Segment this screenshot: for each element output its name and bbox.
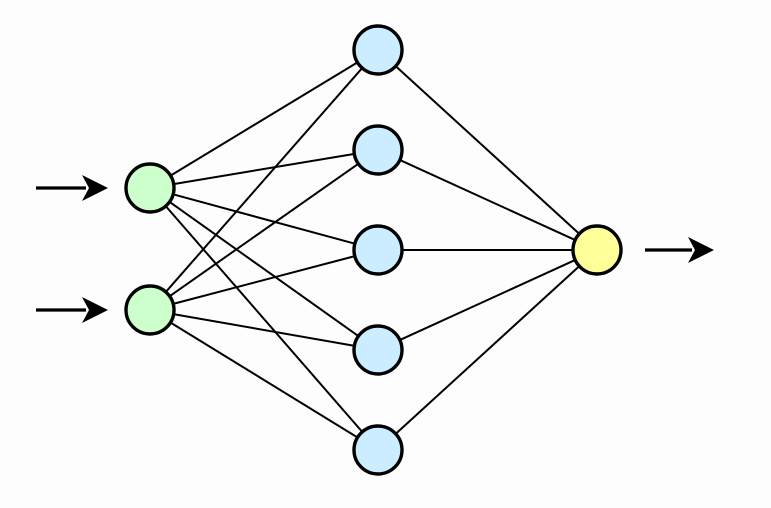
node-h5-hidden[interactable]	[352, 424, 404, 476]
input-arrow-bottom-head	[82, 297, 108, 323]
edge-h4-o1	[398, 258, 577, 342]
node-o1-output[interactable]	[571, 224, 623, 276]
edge-h5-o1	[394, 264, 581, 436]
edge-i1-h5	[164, 204, 364, 434]
node-group	[124, 24, 623, 476]
edge-i2-h2	[168, 162, 360, 298]
edge-i2-h4	[172, 312, 356, 348]
input-arrow-bottom-icon	[36, 297, 108, 323]
edge-i1-h3	[171, 193, 357, 245]
edge-i2-h1	[164, 66, 364, 294]
edge-group	[164, 61, 581, 439]
edge-i2-h3	[171, 254, 357, 306]
node-h2-hidden[interactable]	[352, 124, 404, 176]
edge-i1-h2	[172, 152, 356, 186]
node-h1-hidden[interactable]	[352, 24, 404, 76]
input-arrow-top-head	[82, 175, 108, 201]
edge-h2-o1	[398, 158, 577, 242]
node-h3-hidden[interactable]	[352, 224, 404, 276]
node-i2-input[interactable]	[124, 284, 176, 336]
edge-i1-h4	[168, 200, 360, 338]
output-arrow-head	[688, 237, 714, 263]
input-arrow-top-icon	[36, 175, 108, 201]
io-arrow-group	[36, 175, 714, 323]
edge-i1-h1	[169, 61, 359, 177]
node-h4-hidden[interactable]	[352, 324, 404, 376]
edge-h1-o1	[394, 64, 581, 236]
edge-i2-h5	[169, 321, 359, 439]
node-i1-input[interactable]	[124, 162, 176, 214]
output-arrow-icon	[645, 237, 714, 263]
